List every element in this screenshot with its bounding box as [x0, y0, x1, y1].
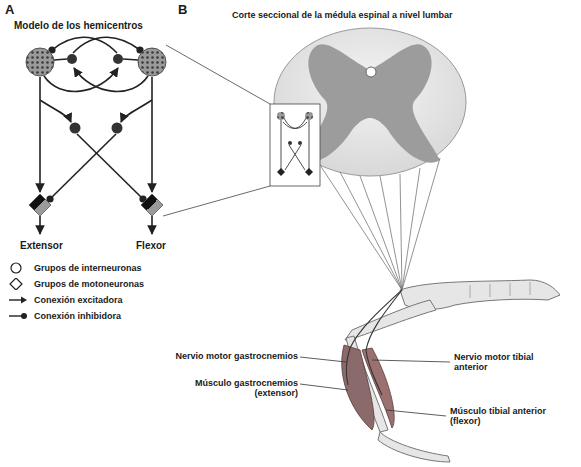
legend-swatch [8, 262, 28, 274]
legend-text: Grupos de interneuronas [34, 263, 142, 273]
legend-swatch [8, 310, 28, 322]
legend-row: Conexión excitadora [8, 294, 123, 306]
legend-text: Conexión inhibidora [34, 311, 121, 321]
muscle-label: Músculo gastrocnemios (extensor) [160, 378, 298, 399]
legend-row: Grupos de motoneuronas [8, 278, 144, 290]
panel-letter: A [5, 3, 25, 18]
panel-letter: B [178, 3, 198, 18]
legend-row: Conexión inhibidora [8, 310, 121, 322]
nerve-label: Nervio motor gastrocnemios [160, 351, 298, 361]
panel-title: Corte seccional de la médula espinal a n… [232, 10, 532, 20]
legend-swatch [8, 294, 28, 306]
legend-text: Conexión excitadora [34, 295, 123, 305]
panel-title: Modelo de los hemicentros [14, 20, 184, 32]
legend-text: Grupos de motoneuronas [34, 279, 144, 289]
legend-row: Grupos de interneuronas [8, 262, 142, 274]
nerve-label: Nervio motor tibial anterior [454, 352, 534, 373]
output-label: Extensor [20, 240, 80, 252]
muscle-label: Músculo tibial anterior (flexor) [450, 406, 560, 427]
output-label: Flexor [136, 240, 196, 252]
legend-swatch [8, 278, 28, 290]
